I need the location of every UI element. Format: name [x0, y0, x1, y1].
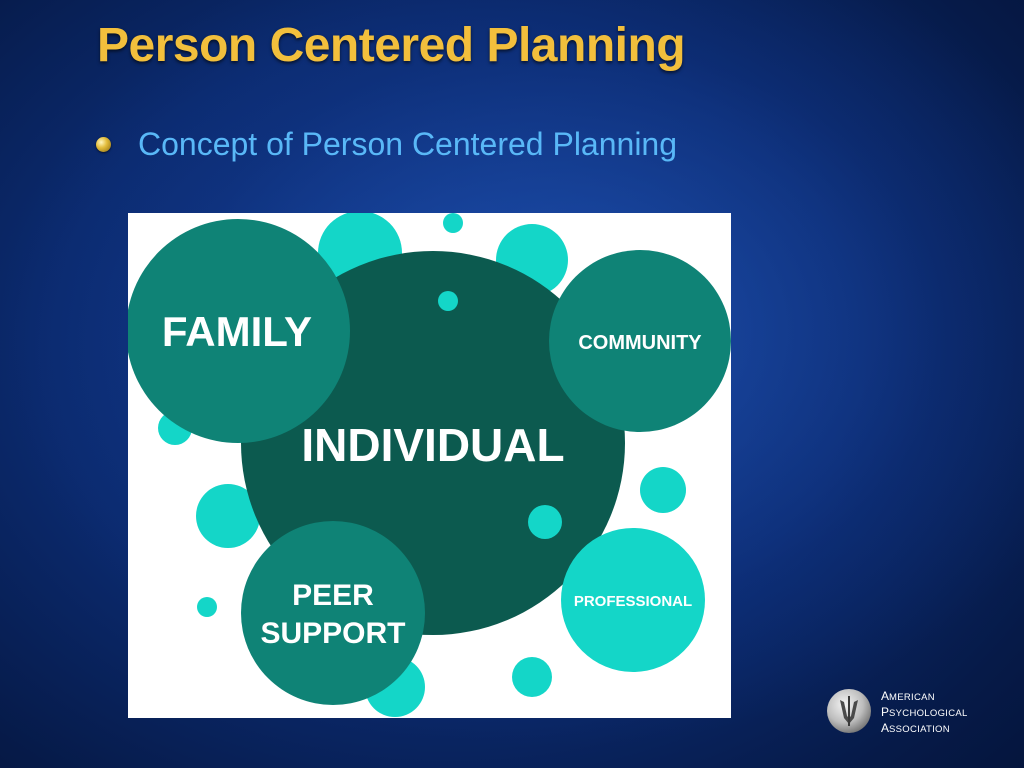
bubble [512, 657, 552, 697]
peer-support-circle [241, 521, 425, 705]
logo-line-1: AMERICAN [881, 689, 935, 703]
bullet-text: Concept of Person Centered Planning [138, 126, 678, 162]
slide-title: Person Centered Planning [97, 19, 686, 72]
bullet-item: Concept of Person Centered Planning [96, 126, 677, 163]
peer-label-line2: SUPPORT [260, 617, 405, 650]
bubble [196, 484, 260, 548]
community-label: COMMUNITY [578, 332, 702, 354]
apa-logo-icon [826, 688, 872, 734]
person-centered-diagram: FAMILY COMMUNITY INDIVIDUAL PEER SUPPORT… [128, 213, 731, 718]
individual-label: INDIVIDUAL [301, 419, 564, 471]
community-circle [549, 250, 731, 432]
apa-logo-text: AMERICAN PSYCHOLOGICAL ASSOCIATION [881, 689, 968, 737]
bubble [197, 597, 217, 617]
bubble [443, 213, 463, 233]
logo-line-3: ASSOCIATION [881, 721, 950, 735]
bullet-icon [96, 137, 111, 152]
professional-circle [561, 528, 705, 672]
bubble [640, 467, 686, 513]
peer-label-line1: PEER [292, 579, 374, 612]
family-circle [128, 219, 350, 443]
family-label: FAMILY [162, 308, 312, 355]
logo-line-2: PSYCHOLOGICAL [881, 705, 968, 719]
bubble [438, 291, 458, 311]
professional-label: PROFESSIONAL [574, 593, 692, 610]
bubble [528, 505, 562, 539]
